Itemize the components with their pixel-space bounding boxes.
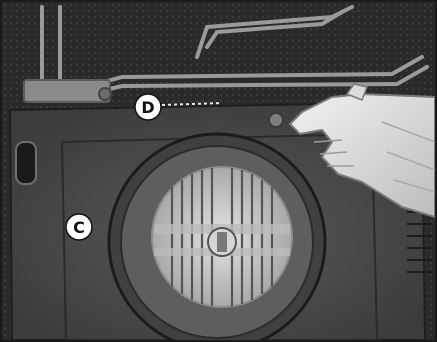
- bracket-screw: [99, 88, 111, 100]
- screw-d: [269, 113, 283, 127]
- photo-illustration: D C: [2, 2, 435, 340]
- callout-d-label: D: [141, 98, 154, 117]
- callout-c: C: [66, 214, 92, 240]
- fan-hub-slot: [217, 232, 227, 252]
- mounting-bracket: [24, 80, 110, 102]
- callout-d: D: [135, 94, 161, 120]
- callout-c-label: C: [73, 218, 85, 237]
- vent-slot: [16, 142, 36, 184]
